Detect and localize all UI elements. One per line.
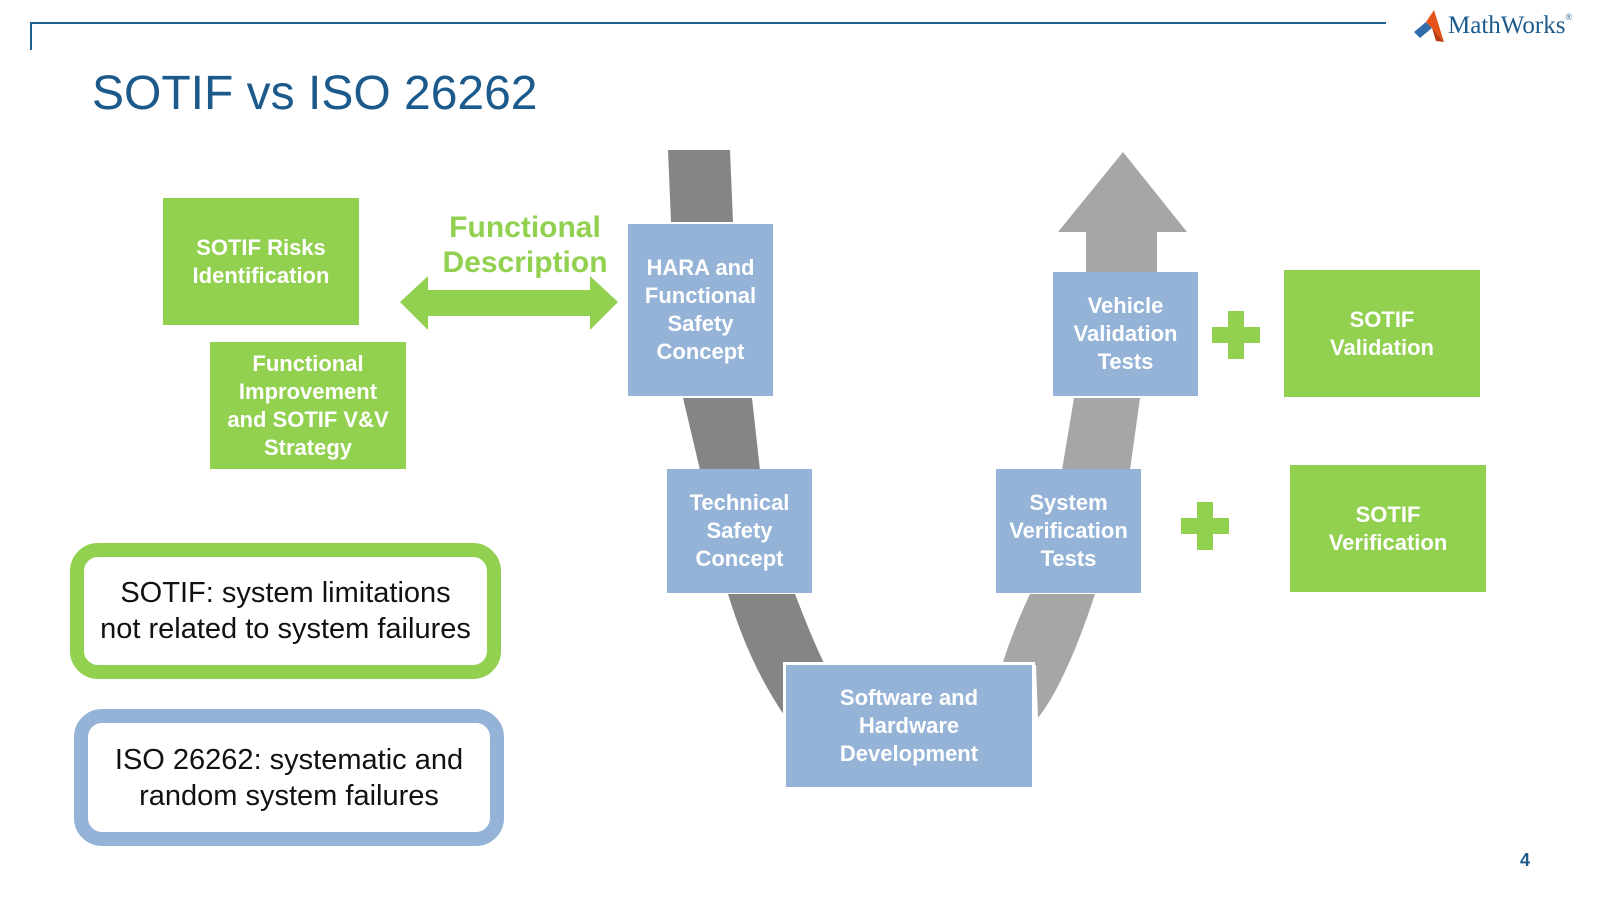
page-title: SOTIF vs ISO 26262 (92, 67, 538, 120)
sotif-validation-label: SOTIF Validation (1330, 306, 1434, 360)
membrane-logo-icon (1414, 10, 1444, 42)
hara-to-technical-band (683, 398, 760, 470)
sotif-note: SOTIF: system limitations not related to… (70, 543, 501, 679)
functional-improvement-box: Functional Improvement and SOTIF V&V Str… (210, 342, 406, 469)
sotif-risks-identification-box: SOTIF Risks Identification (163, 198, 359, 325)
vehicle-validation-tests-box: Vehicle Validation Tests (1053, 272, 1198, 396)
system-verification-tests-box: System Verification Tests (996, 469, 1141, 593)
technical-safety-concept-box: Technical Safety Concept (667, 469, 812, 593)
technical-safety-concept-label: Technical Safety Concept (689, 490, 790, 571)
logo-text: MathWorks® (1448, 12, 1572, 40)
plus-icon-validation (1212, 311, 1260, 359)
software-hardware-development-box: Software and Hardware Development (783, 662, 1035, 790)
top-left-arrow-stub (668, 150, 733, 222)
logo-trademark: ® (1565, 12, 1573, 22)
sotif-validation-box: SOTIF Validation (1284, 270, 1480, 397)
vehicle-up-arrow (1058, 152, 1187, 272)
technical-to-development-band (728, 594, 825, 718)
vehicle-validation-tests-label: Vehicle Validation Tests (1073, 293, 1178, 374)
sotif-verification-label: SOTIF Verification (1328, 501, 1448, 555)
functional-description-double-arrow (400, 276, 618, 330)
system-verification-tests-label: System Verification Tests (1009, 490, 1128, 571)
hara-box: HARA and Functional Safety Concept (628, 224, 773, 396)
software-hardware-development-label: Software and Hardware Development (839, 685, 979, 766)
plus-icon-verification (1181, 502, 1229, 550)
sotif-verification-box: SOTIF Verification (1290, 465, 1486, 592)
mathworks-logo: MathWorks® (1412, 8, 1582, 48)
page-number: 4 (1520, 850, 1531, 870)
header-rule-tick (30, 22, 32, 50)
logo-wordmark: MathWorks (1448, 12, 1566, 39)
hara-label: HARA and Functional Safety Concept (644, 255, 757, 364)
header-rule (30, 22, 1386, 24)
iso-note: ISO 26262: systematic and random system … (74, 709, 504, 846)
functional-improvement-label: Functional Improvement and SOTIF V&V Str… (227, 350, 389, 460)
development-to-system-band (1002, 594, 1095, 718)
system-to-vehicle-band (1062, 398, 1140, 470)
functional-description-label: Functional Description (442, 211, 608, 279)
sotif-risks-identification-label: SOTIF Risks Identification (192, 234, 330, 288)
